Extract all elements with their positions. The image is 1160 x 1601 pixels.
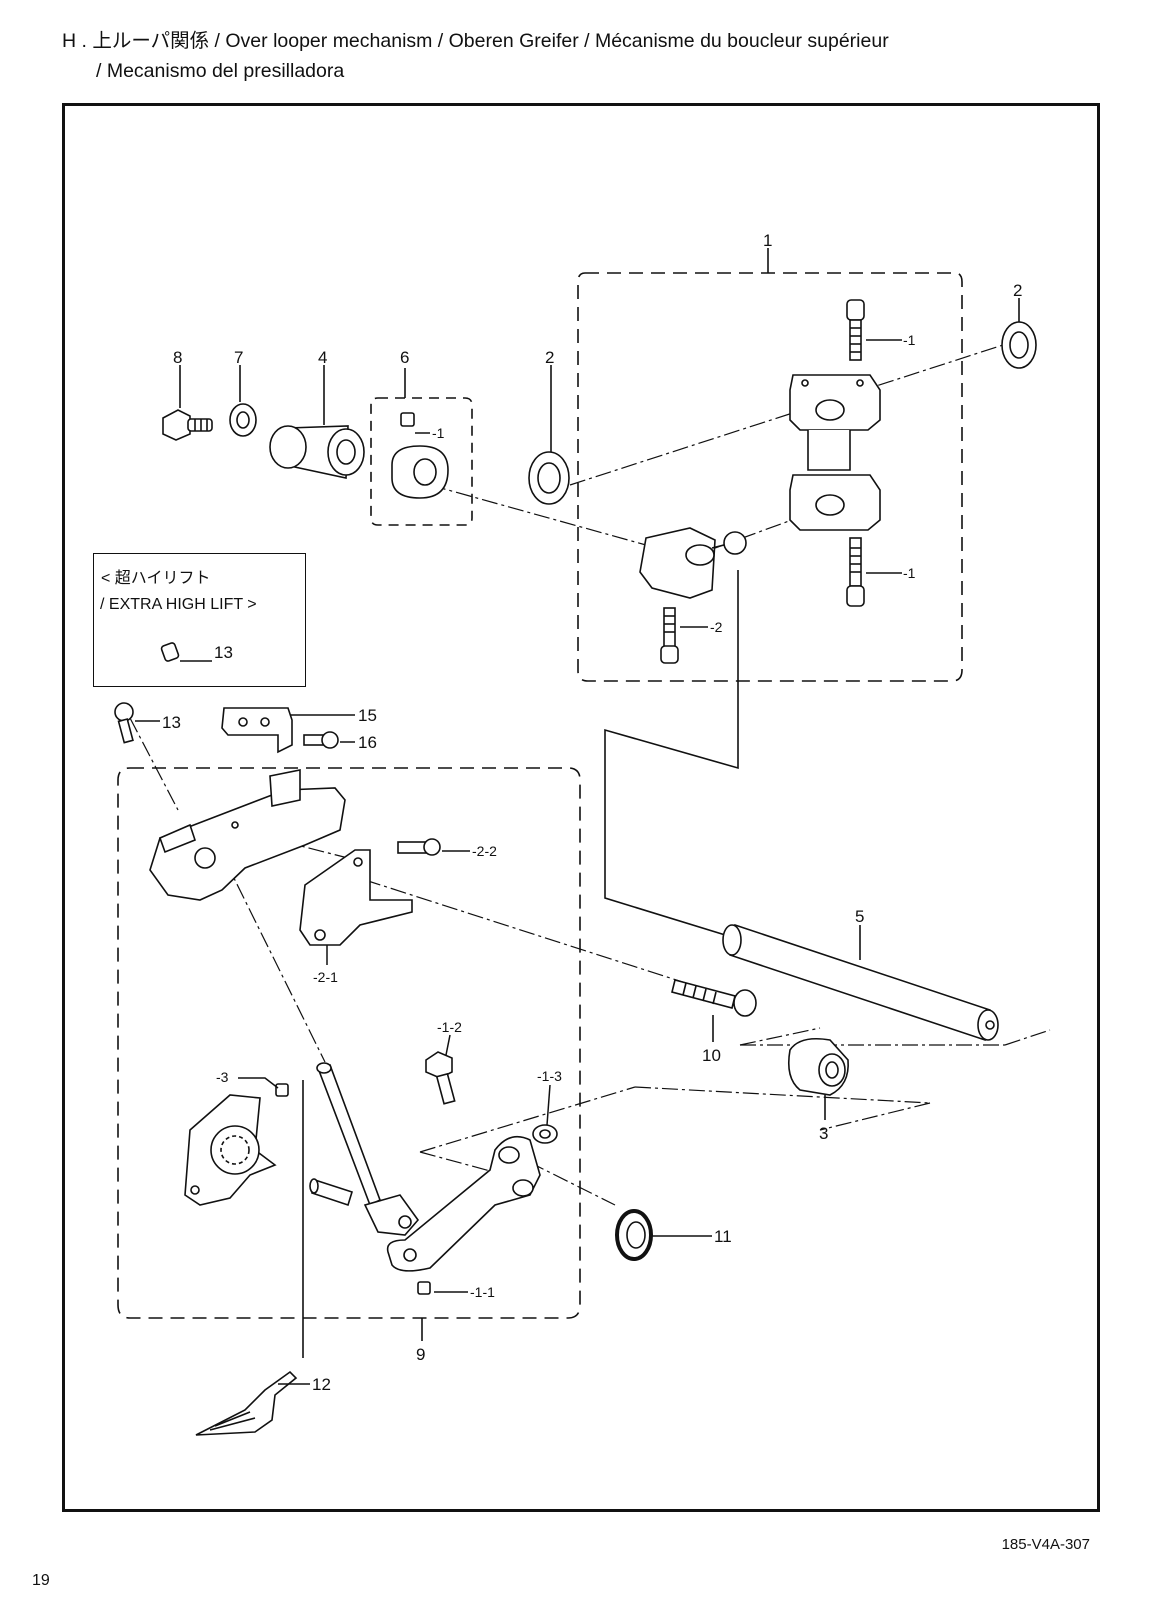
part-1-ball-link bbox=[639, 527, 747, 599]
part-5-shaft bbox=[722, 923, 999, 1042]
extra-high-lift-jp: < 超ハイリフト bbox=[101, 570, 211, 587]
part-1-top-screw bbox=[846, 299, 865, 361]
part-1-2-screw bbox=[660, 607, 679, 664]
part-2-washer-right bbox=[1001, 321, 1037, 369]
title-line-2: / Mecanismo del presilladora bbox=[96, 60, 345, 82]
part-4-sleeve bbox=[269, 425, 365, 479]
label-9-2-1: -2-1 bbox=[313, 969, 338, 985]
part-9-looper-holder bbox=[149, 769, 346, 901]
label-part-8: 8 bbox=[173, 348, 182, 367]
part-9-1-1-setscrew bbox=[417, 1281, 431, 1295]
label-part-9: 9 bbox=[416, 1345, 425, 1364]
extra-high-lift-part: 13 bbox=[214, 643, 233, 662]
label-part-10: 10 bbox=[702, 1046, 721, 1065]
part-3-collar bbox=[787, 1037, 849, 1096]
label-part-2-right: 2 bbox=[1013, 281, 1022, 300]
part-9-1-2-bolt bbox=[425, 1051, 456, 1105]
label-9-3: -3 bbox=[216, 1069, 229, 1085]
group-6-boundary bbox=[370, 397, 473, 526]
label-part-12: 12 bbox=[312, 1375, 331, 1394]
label-part-4: 4 bbox=[318, 348, 327, 367]
part-9-3-screw bbox=[275, 1083, 289, 1097]
label-9-2-2: -2-2 bbox=[472, 843, 497, 859]
label-9-1-1: -1-1 bbox=[470, 1284, 495, 1300]
part-9-eccentric bbox=[184, 1094, 277, 1206]
part-9-arm bbox=[386, 1135, 541, 1272]
extra-high-lift-box: < 超ハイリフト / EXTRA HIGH LIFT > 13 bbox=[93, 553, 306, 687]
label-9-1-2: -1-2 bbox=[437, 1019, 462, 1035]
label-part-2-left: 2 bbox=[545, 348, 554, 367]
part-9-pin bbox=[309, 1178, 353, 1207]
page-title: H . 上ルーパ関係 / Over looper mechanism / Obe… bbox=[62, 26, 889, 86]
label-part-7: 7 bbox=[234, 348, 243, 367]
label-6-1: -1 bbox=[432, 425, 445, 441]
extra-lift-setscrew bbox=[160, 642, 180, 662]
part-11-oil-seal bbox=[615, 1209, 653, 1261]
label-part-3: 3 bbox=[819, 1124, 828, 1143]
label-part-16: 16 bbox=[358, 733, 377, 752]
part-16-screw bbox=[303, 731, 339, 749]
group-9-boundary bbox=[117, 767, 581, 1319]
drawing-code: 185-V4A-307 bbox=[1001, 1536, 1090, 1553]
part-1-bottom-screw bbox=[846, 537, 865, 607]
part-9-2-2-screw bbox=[397, 838, 441, 856]
label-part-6: 6 bbox=[400, 348, 409, 367]
part-2-washer-left bbox=[528, 451, 570, 505]
part-9-2-1-plate bbox=[299, 849, 413, 946]
label-1-2: -2 bbox=[710, 619, 723, 635]
label-1-1-top: -1 bbox=[903, 332, 916, 348]
part-9-connecting-rod bbox=[316, 1062, 420, 1236]
title-line-1: H . 上ルーパ関係 / Over looper mechanism / Obe… bbox=[62, 30, 889, 52]
label-part-13: 13 bbox=[162, 713, 181, 732]
extra-high-lift-en: / EXTRA HIGH LIFT > bbox=[100, 596, 257, 613]
group-1-boundary bbox=[577, 272, 963, 682]
part-7-washer bbox=[229, 403, 257, 437]
part-8-bolt bbox=[162, 409, 213, 441]
label-9-1-3: -1-3 bbox=[537, 1068, 562, 1084]
label-part-11: 11 bbox=[714, 1227, 732, 1246]
part-13-screw bbox=[114, 702, 134, 744]
page-number: 19 bbox=[32, 1572, 50, 1589]
part-1-clamp-block bbox=[789, 374, 881, 531]
part-12-looper bbox=[195, 1370, 298, 1436]
label-part-5: 5 bbox=[855, 907, 864, 926]
part-10-screw bbox=[671, 979, 757, 1017]
label-part-1: 1 bbox=[763, 231, 772, 250]
part-9-1-3-washer bbox=[532, 1124, 558, 1144]
label-1-1-bottom: -1 bbox=[903, 565, 916, 581]
part-15-plate bbox=[221, 707, 293, 754]
label-part-15: 15 bbox=[358, 706, 377, 725]
part-6-collar bbox=[391, 412, 449, 499]
diagram-frame bbox=[62, 103, 1100, 1512]
